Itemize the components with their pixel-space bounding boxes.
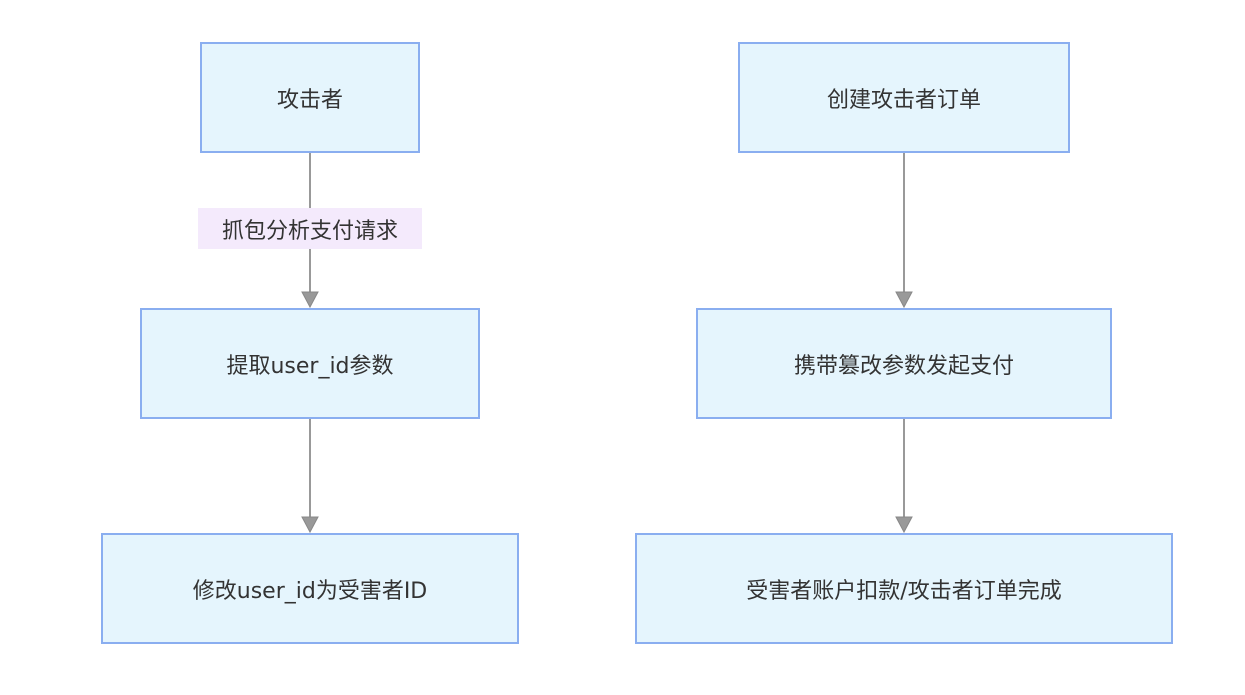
node-victim-charged-order-complete: 受害者账户扣款/攻击者订单完成 bbox=[635, 533, 1173, 644]
edge-label-capture-payment-request: 抓包分析支付请求 bbox=[198, 208, 422, 249]
node-create-attacker-order: 创建攻击者订单 bbox=[738, 42, 1070, 153]
node-attacker: 攻击者 bbox=[200, 42, 420, 153]
edge-n4-n5-arrowhead bbox=[895, 291, 913, 309]
edge-n2-n3-arrowhead bbox=[301, 516, 319, 534]
edge-n5-n6-arrowhead bbox=[895, 516, 913, 534]
node-modify-user-id: 修改user_id为受害者ID bbox=[101, 533, 519, 644]
edge-n1-n2-arrowhead bbox=[301, 291, 319, 309]
node-pay-with-tampered-params: 携带篡改参数发起支付 bbox=[696, 308, 1112, 419]
node-extract-user-id: 提取user_id参数 bbox=[140, 308, 480, 419]
